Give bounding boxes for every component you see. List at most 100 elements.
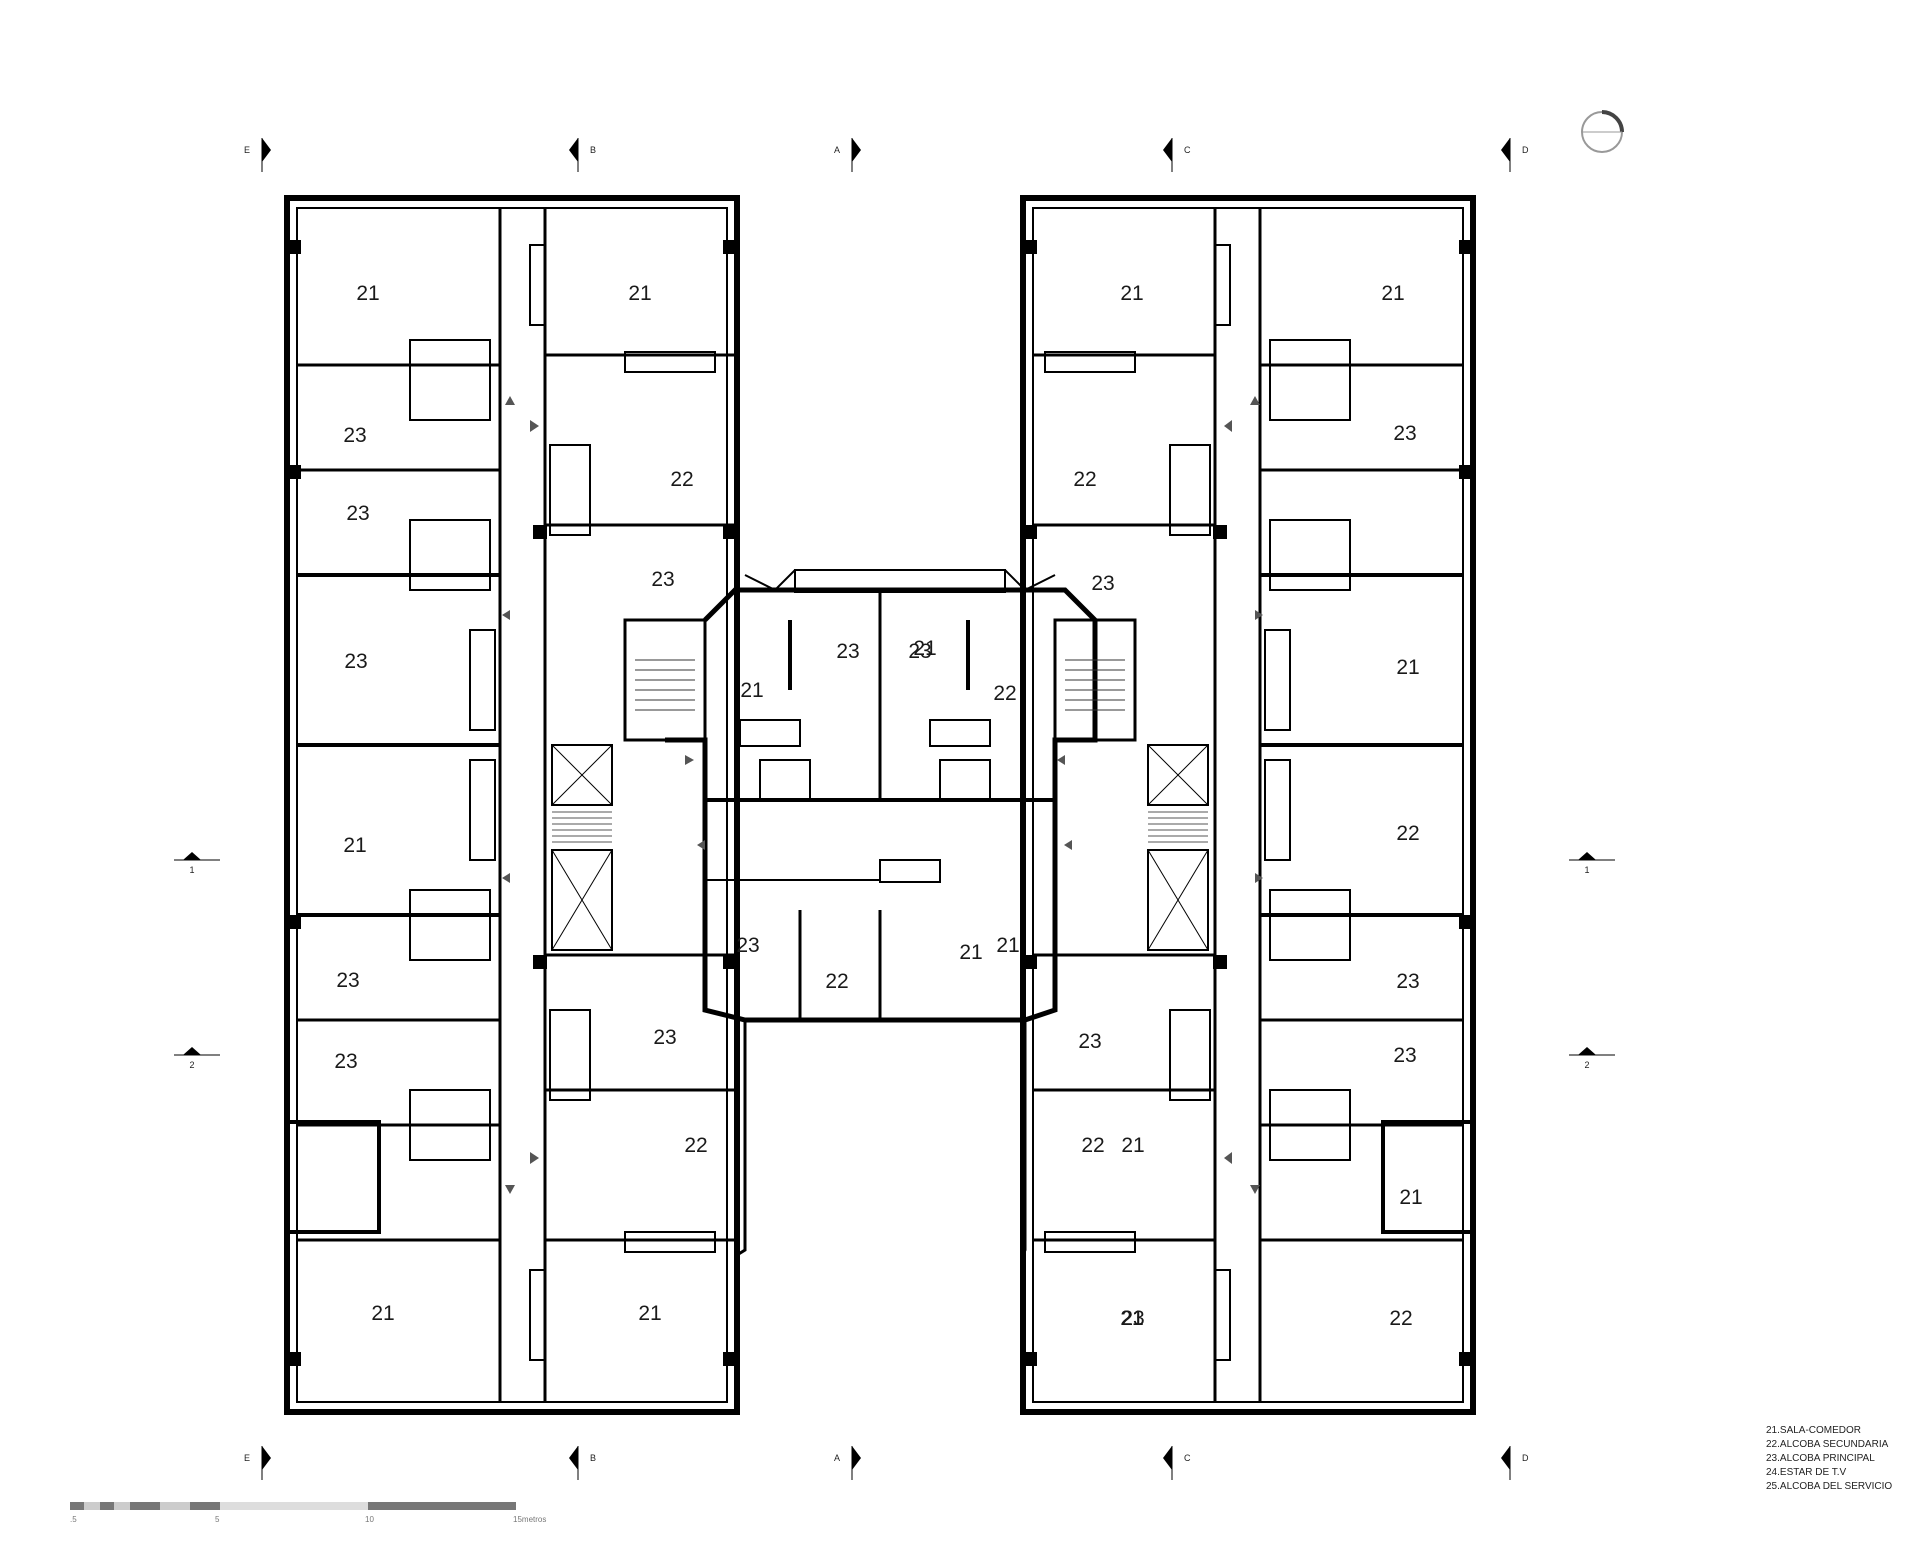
- axis-marker-icon: [1501, 138, 1510, 162]
- axis-marker-6: B: [569, 1446, 596, 1480]
- scale-tick-5: 5: [215, 1515, 220, 1524]
- axis-marker-icon: [262, 138, 271, 162]
- axis-marker-9: D: [1501, 1446, 1529, 1480]
- room-label-35: 23: [1078, 1030, 1101, 1053]
- section-marker-2: 2: [174, 1047, 220, 1070]
- room-label-31: 23: [1393, 1044, 1416, 1067]
- room-label-11: 22: [993, 682, 1016, 705]
- room-label-12: 21: [343, 834, 366, 857]
- room-label-39: 21: [1120, 1307, 1143, 1330]
- axis-marker-8: C: [1163, 1446, 1191, 1480]
- axis-marker-label-0: E: [244, 145, 250, 155]
- axis-marker-3: C: [1163, 138, 1191, 172]
- room-label-4: 23: [346, 502, 369, 525]
- room-label-32: 21: [1399, 1186, 1422, 1209]
- section-cut-icon: [1578, 1047, 1596, 1055]
- axis-marker-icon: [569, 138, 578, 162]
- left-tower-walls: [284, 195, 740, 1415]
- room-label-5: 23: [651, 568, 674, 591]
- axis-marker-label-4: D: [1522, 145, 1529, 155]
- axis-marker-label-6: B: [590, 1453, 596, 1463]
- axis-marker-icon: [1501, 1446, 1510, 1470]
- axis-marker-7: A: [834, 1446, 861, 1480]
- section-marker-label-2: 2: [189, 1060, 194, 1070]
- right-tower-walls: [1020, 195, 1476, 1415]
- room-label-22: 21: [371, 1302, 394, 1325]
- room-label-24: 22: [1073, 468, 1096, 491]
- axis-marker-label-1: B: [590, 145, 596, 155]
- room-label-33: 21: [1121, 1134, 1144, 1157]
- section-marker-label-1: 1: [1584, 865, 1589, 875]
- axis-marker-icon: [1163, 1446, 1172, 1470]
- scale-tick-15: 15metros: [513, 1515, 546, 1524]
- room-label-23: 21: [1120, 282, 1143, 305]
- axis-marker-icon: [852, 138, 861, 162]
- room-label-19: 21: [638, 1302, 661, 1325]
- room-label-17: 23: [653, 1026, 676, 1049]
- axis-marker-label-9: D: [1522, 1453, 1529, 1463]
- axis-marker-icon: [262, 1446, 271, 1470]
- legend-item-21: 21.SALA-COMEDOR: [1766, 1425, 1861, 1436]
- room-label-27: 21: [1381, 282, 1404, 305]
- section-marker-label-3: 2: [1584, 1060, 1589, 1070]
- axis-marker-icon: [852, 1446, 861, 1470]
- axis-marker-0: E: [244, 138, 271, 172]
- axis-marker-label-5: E: [244, 1453, 250, 1463]
- section-marker-0: 1: [174, 852, 220, 875]
- legend-item-22: 22.ALCOBA SECUNDARIA: [1766, 1439, 1889, 1450]
- room-label-34: 22: [1389, 1307, 1412, 1330]
- room-label-7: 21: [740, 679, 763, 702]
- room-label-21: 22: [684, 1134, 707, 1157]
- legend-item-23: 23.ALCOBA PRINCIPAL: [1766, 1453, 1875, 1464]
- section-cut-icon: [183, 1047, 201, 1055]
- room-label-0: 21: [356, 282, 379, 305]
- axis-markers: E B A C D E B A C D: [244, 138, 1529, 1480]
- room-label-10: 23: [908, 640, 931, 663]
- room-label-26: 23: [1393, 422, 1416, 445]
- scale-tick-10: 10: [365, 1515, 374, 1524]
- legend: 21.SALA-COMEDOR 22.ALCOBA SECUNDARIA 23.…: [1766, 1425, 1892, 1492]
- room-label-14: 22: [825, 970, 848, 993]
- room-label-16: 21: [996, 934, 1019, 957]
- axis-marker-5: E: [244, 1446, 271, 1480]
- room-label-9: 23: [836, 640, 859, 663]
- room-label-38: 21: [1120, 1307, 1143, 1330]
- axis-marker-icon: [569, 1446, 578, 1470]
- axis-marker-icon: [1163, 138, 1172, 162]
- room-label-13: 23: [736, 934, 759, 957]
- room-label-30: 23: [1396, 970, 1419, 993]
- room-label-1: 21: [628, 282, 651, 305]
- scale-tick-0: .5: [70, 1515, 77, 1524]
- room-label-25: 23: [1091, 572, 1114, 595]
- room-label-28: 21: [1396, 656, 1419, 679]
- section-marker-3: 2: [1569, 1047, 1615, 1070]
- axis-marker-2: A: [834, 138, 861, 172]
- room-label-6: 23: [344, 650, 367, 673]
- section-cut-icon: [1578, 852, 1596, 860]
- room-label-3: 22: [670, 468, 693, 491]
- scale-bar: .5 5 10 15metros: [70, 1502, 546, 1524]
- axis-marker-label-7: A: [834, 1453, 840, 1463]
- legend-item-25: 25.ALCOBA DEL SERVICIO: [1766, 1481, 1892, 1492]
- room-label-37: 22: [1081, 1134, 1104, 1157]
- section-marker-1: 1: [1569, 852, 1615, 875]
- room-label-8: 21: [913, 637, 936, 660]
- corridor-arrows: [502, 396, 1263, 1194]
- room-label-15: 21: [959, 941, 982, 964]
- north-arrow-icon: [1581, 110, 1624, 153]
- room-label-36: 23: [1121, 1307, 1144, 1330]
- axis-marker-label-2: A: [834, 145, 840, 155]
- room-label-20: 23: [334, 1050, 357, 1073]
- axis-marker-4: D: [1501, 138, 1529, 172]
- section-marker-label-0: 1: [189, 865, 194, 875]
- axis-marker-label-8: C: [1184, 1453, 1191, 1463]
- room-label-18: 23: [336, 969, 359, 992]
- central-core-walls: [551, 569, 1209, 1257]
- axis-marker-1: B: [569, 138, 596, 172]
- legend-item-24: 24.ESTAR DE T.V: [1766, 1467, 1847, 1478]
- axis-marker-label-3: C: [1184, 145, 1191, 155]
- section-cut-icon: [183, 852, 201, 860]
